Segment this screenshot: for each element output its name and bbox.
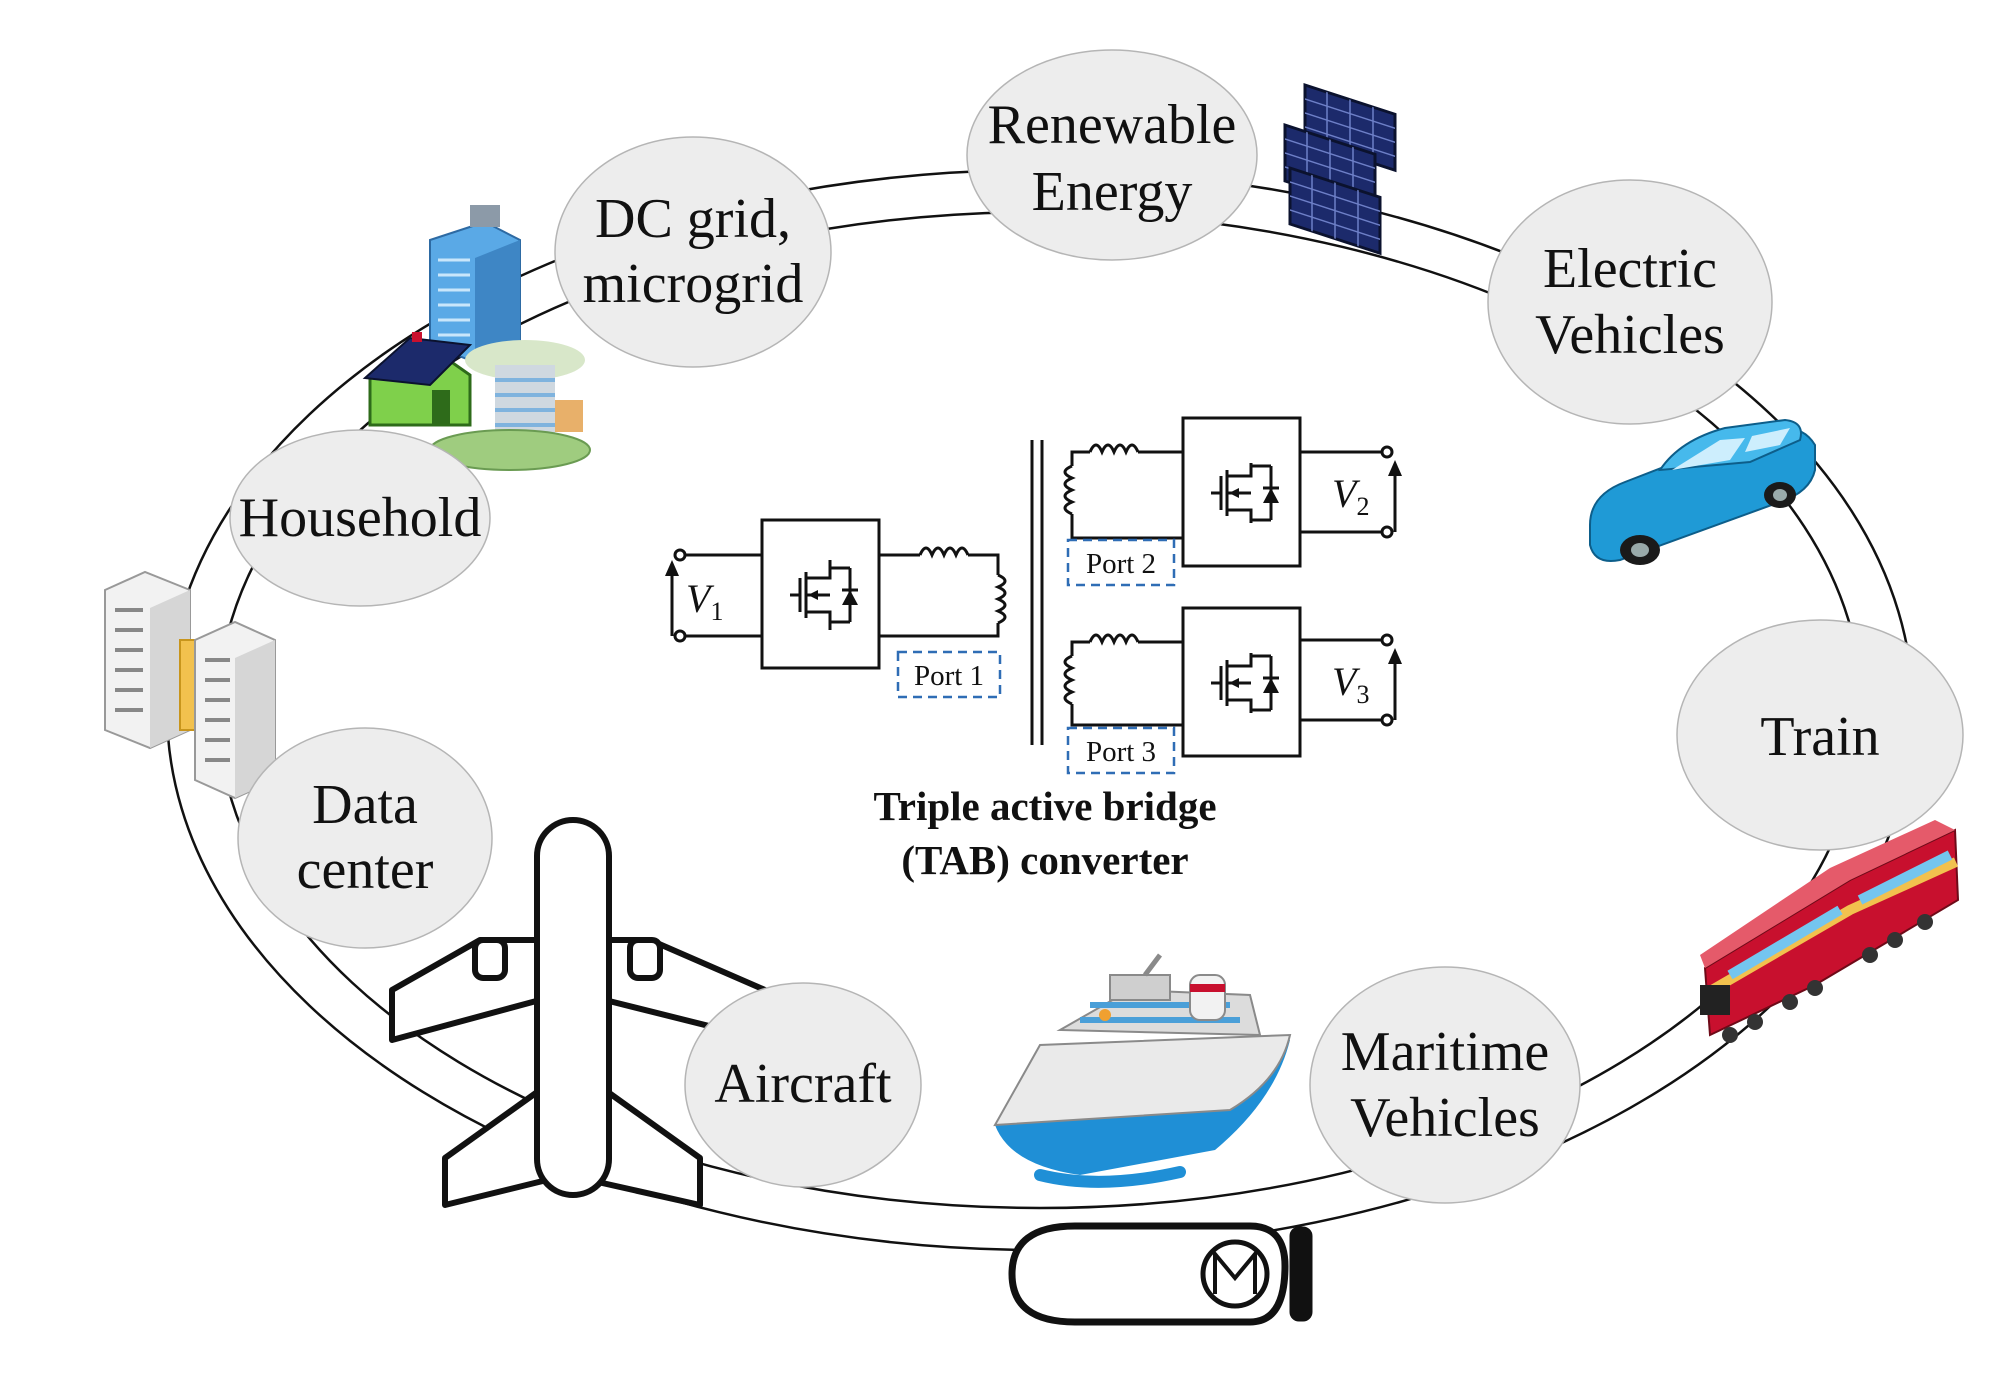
svg-text:Household: Household [239,487,482,549]
svg-text:Triple active bridge: Triple active bridge [873,783,1216,829]
tab-converter-schematic: V1 Port 1 V2 [665,416,1402,883]
data-center-icon [104,570,276,800]
svg-text:(TAB) converter: (TAB) converter [901,837,1188,883]
port-label: Port 2 [1086,548,1156,580]
svg-text:Energy: Energy [1032,161,1193,223]
port-label: Port 3 [1086,736,1156,768]
port-3-circuit: V3 Port 3 [1063,606,1402,775]
node-label-line: DC grid, [595,188,791,250]
node-label-line: Train [1760,706,1879,768]
ship-icon [993,953,1292,1188]
train-icon [1700,820,1960,1043]
node-label-line: Aircraft [714,1053,892,1115]
svg-text:Vehicles: Vehicles [1350,1087,1540,1149]
svg-text:V1: V1 [686,576,723,626]
svg-text:Vehicles: Vehicles [1535,304,1725,366]
svg-text:microgrid: microgrid [583,253,804,315]
svg-text:V3: V3 [1332,659,1369,709]
svg-text:Train: Train [1760,706,1879,768]
voltage-label: V [1332,471,1361,516]
svg-text:Renewable: Renewable [988,94,1237,156]
node-label-line: Vehicles [1535,304,1725,366]
converter-caption-line: (TAB) converter [901,837,1188,883]
node-label-line: Renewable [988,94,1237,156]
svg-text:Data: Data [312,774,418,836]
node-label-line: Electric [1543,238,1717,300]
node-household: Household [229,429,491,607]
svg-text:V2: V2 [1332,471,1369,521]
node-label-line: Vehicles [1350,1087,1540,1149]
svg-text:Maritime: Maritime [1341,1021,1549,1083]
node-label-line: Energy [1032,161,1193,223]
car-icon [1589,418,1816,565]
voltage-subscript: 1 [710,597,723,626]
svg-text:Electric: Electric [1543,238,1717,300]
svg-text:Port 1: Port 1 [914,660,984,692]
node-maritime-vehicles: Maritime Vehicles [1309,966,1581,1204]
voltage-label: V [1332,659,1361,704]
svg-text:DC grid,: DC grid, [595,188,791,250]
voltage-label: V [686,576,715,621]
submarine-icon [1008,1222,1313,1326]
node-renewable-energy: Renewable Energy [966,49,1258,261]
svg-text:Port 3: Port 3 [1086,736,1156,768]
airplane-icon [389,817,768,1208]
node-label-line: microgrid [583,253,804,315]
solar-panel-icon [1283,83,1397,256]
node-dc-grid: DC grid, microgrid [554,136,832,368]
port-2-circuit: V2 Port 2 [1063,416,1402,587]
office-building-icon [429,205,591,471]
converter-caption-line: Triple active bridge [873,783,1216,829]
svg-text:Aircraft: Aircraft [714,1053,892,1115]
house-icon [362,332,473,427]
node-label-line: Household [239,487,482,549]
voltage-subscript: 2 [1356,492,1369,521]
node-aircraft: Aircraft [684,982,922,1188]
node-data-center: Data center [237,727,493,949]
node-electric-vehicles: Electric Vehicles [1487,179,1773,425]
port-label: Port 1 [914,660,984,692]
node-label-line: Maritime [1341,1021,1549,1083]
voltage-subscript: 3 [1356,680,1369,709]
node-train: Train [1676,619,1964,851]
svg-text:center: center [297,839,434,901]
svg-text:Port 2: Port 2 [1086,548,1156,580]
node-label-line: center [297,839,434,901]
transformer-core [1030,440,1044,745]
port-1-circuit: V1 Port 1 [665,518,1007,699]
node-label-line: Data [312,774,418,836]
